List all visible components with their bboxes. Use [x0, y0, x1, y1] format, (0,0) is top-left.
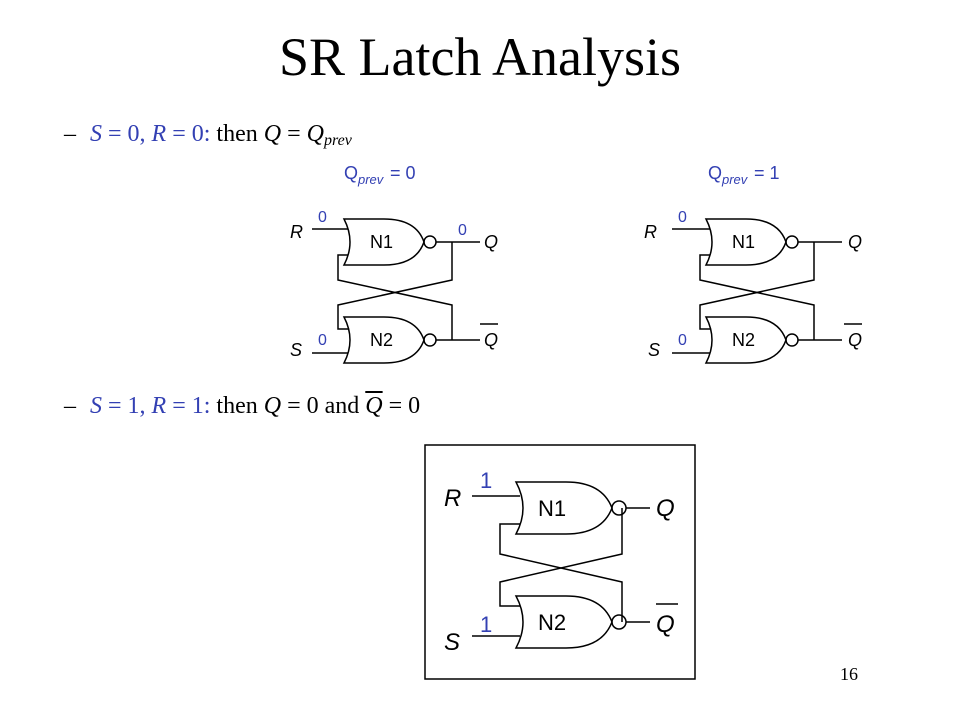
- s-equals: = 0,: [102, 121, 152, 147]
- nor-gate-n1-bubble: [611, 500, 627, 516]
- s-label: S: [290, 340, 302, 360]
- latch-diagram-right: Q prev = 1 R S 0 0 N1 N2 Q Q: [644, 163, 862, 364]
- qbar-feedback-wire: [699, 254, 815, 340]
- latch-diagram-left: Q prev = 0 R S 0 0 0 N1 N2 Q Q: [290, 163, 498, 364]
- caption-subscript: prev: [721, 172, 749, 187]
- q-prev-symbol: Q: [306, 121, 324, 147]
- r-equals: = 0:: [166, 121, 217, 147]
- r-equals: = 1:: [166, 393, 217, 419]
- bullet-dash: –: [64, 121, 76, 147]
- s-value: 1: [480, 612, 492, 637]
- bullet-2: –S = 1, R = 1: then Q = 0 and Q = 0: [64, 392, 420, 421]
- nor-gate-n1-body: [704, 218, 787, 266]
- nor-gate-n1-bubble: [785, 235, 799, 249]
- gate-n1-label: N1: [538, 496, 566, 521]
- q-feedback-wire: [699, 242, 815, 330]
- caption-subscript: prev: [357, 172, 385, 187]
- latch-diagram-bottom: R S 1 1 N1 N2 Q Q: [424, 444, 696, 680]
- nor-gate-n2-bubble: [785, 333, 799, 347]
- qbar-label: Q: [656, 611, 675, 638]
- gate-n2-label: N2: [538, 610, 566, 635]
- nor-gate-n1-bubble: [423, 235, 437, 249]
- equals: =: [281, 121, 307, 147]
- q-label: Q: [656, 495, 675, 522]
- qbar-label: Q: [848, 330, 862, 350]
- r-label: R: [644, 222, 657, 242]
- r-value: 0: [318, 209, 327, 226]
- nor-gate-n2-body: [342, 316, 425, 364]
- nor-gate-n2-body: [514, 595, 613, 649]
- caption-q: Q: [344, 163, 358, 183]
- nor-gate-n2-bubble: [423, 333, 437, 347]
- s-label: S: [444, 629, 460, 656]
- q-symbol: Q: [263, 121, 282, 147]
- q-equals-and: = 0 and: [281, 393, 366, 419]
- nor-gate-n2-body: [704, 316, 787, 364]
- bullet-1: –S = 0, R = 0: then Q = Qprev: [64, 120, 352, 150]
- r-value: 1: [480, 468, 492, 493]
- diagram-frame: [424, 444, 696, 680]
- qbar-label: Q: [484, 330, 498, 350]
- r-value: 0: [678, 209, 687, 226]
- nor-gate-n1-body: [342, 218, 425, 266]
- q-bar-symbol: Q: [365, 393, 383, 419]
- q-value: 0: [458, 222, 467, 239]
- s-equals: = 1,: [102, 393, 152, 419]
- slide-title: SR Latch Analysis: [279, 27, 681, 87]
- s-value: 0: [678, 332, 687, 349]
- r-symbol: R: [151, 121, 167, 147]
- r-label: R: [444, 485, 461, 512]
- bullet-dash: –: [64, 393, 76, 419]
- s-label: S: [648, 340, 660, 360]
- q-bar-equals: = 0: [382, 393, 421, 419]
- q-label: Q: [848, 232, 862, 252]
- qbar-feedback-wire: [499, 523, 623, 622]
- page-number: 16: [840, 664, 858, 684]
- caption-q: Q: [708, 163, 722, 183]
- gate-n2-label: N2: [370, 330, 393, 350]
- caption-equals: = 1: [754, 163, 780, 183]
- q-feedback-wire: [337, 242, 453, 330]
- s-symbol: S: [90, 121, 102, 147]
- r-symbol: R: [151, 393, 167, 419]
- q-label: Q: [484, 232, 498, 252]
- gate-n2-label: N2: [732, 330, 755, 350]
- nor-gate-n1-body: [514, 481, 613, 535]
- nor-gate-n2-bubble: [611, 614, 627, 630]
- q-symbol: Q: [263, 393, 282, 419]
- then-word: then: [216, 121, 264, 147]
- gate-n1-label: N1: [370, 232, 393, 252]
- s-symbol: S: [90, 393, 102, 419]
- gate-n1-label: N1: [732, 232, 755, 252]
- q-feedback-wire: [499, 508, 623, 607]
- caption-equals: = 0: [390, 163, 416, 183]
- qbar-feedback-wire: [337, 254, 453, 340]
- prev-subscript: prev: [323, 132, 352, 149]
- s-value: 0: [318, 332, 327, 349]
- r-label: R: [290, 222, 303, 242]
- then-word: then: [216, 393, 264, 419]
